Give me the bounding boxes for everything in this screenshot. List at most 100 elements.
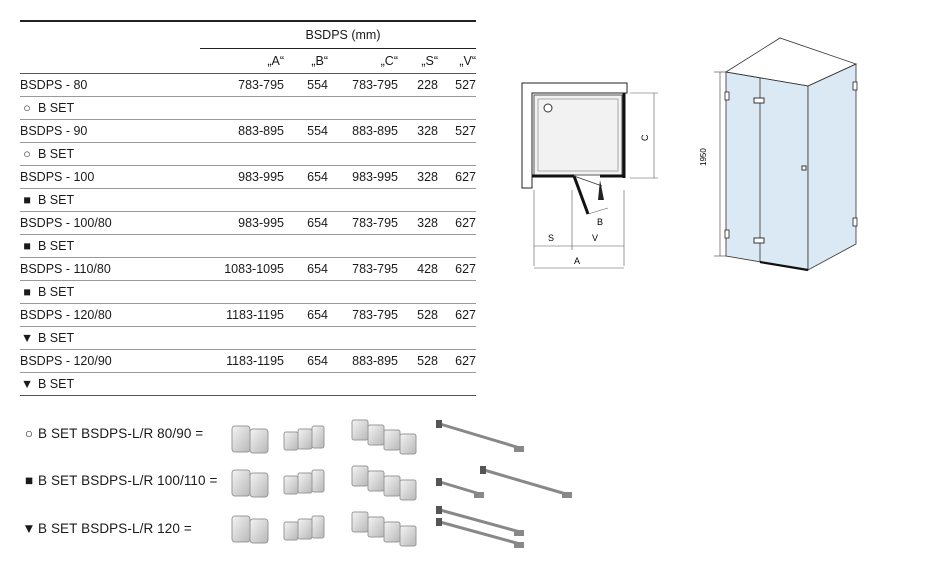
set-label: B SET xyxy=(38,285,75,299)
wall-bracket-icon xyxy=(724,229,730,239)
set-symbol-icon: ■ xyxy=(23,239,31,253)
dim-b-line xyxy=(587,207,609,215)
value-b-cell: 554 xyxy=(284,119,328,143)
table-group-title: BSDPS (mm) xyxy=(200,20,476,49)
hinge-part-icon xyxy=(231,515,269,544)
value-c-cell: 783-795 xyxy=(328,73,398,97)
wall-bracket-icon xyxy=(852,217,858,227)
table-group-header: BSDPS (mm) xyxy=(20,20,476,49)
value-v-cell: 627 xyxy=(438,303,476,327)
model-name-cell: BSDPS - 100 xyxy=(20,165,200,189)
value-s-cell: 328 xyxy=(398,165,438,189)
value-a-cell: 1183-1195 xyxy=(200,303,284,327)
dim-a-label: A xyxy=(574,256,580,266)
model-name-cell: BSDPS - 100/80 xyxy=(20,211,200,235)
value-a-cell: 783-795 xyxy=(200,73,284,97)
hardware-parts-illustrations xyxy=(231,419,572,548)
column-header-b: „B“ xyxy=(284,48,328,74)
value-b-cell: 654 xyxy=(284,257,328,281)
value-s-cell: 528 xyxy=(398,303,438,327)
dim-s-label: S xyxy=(548,233,554,243)
set-row: ■B SET xyxy=(20,234,476,258)
bracket-set-icon xyxy=(351,465,417,501)
set-label: B SET xyxy=(38,101,75,115)
model-name-cell: BSDPS - 90 xyxy=(20,119,200,143)
square-symbol-icon: ■ xyxy=(24,473,34,488)
value-c-cell: 883-895 xyxy=(328,119,398,143)
set-row: ○B SET xyxy=(20,142,476,166)
set-line-80-90: ○ B SET BSDPS-L/R 80/90 = xyxy=(22,426,203,441)
shower-tray-inner xyxy=(537,98,619,172)
set-symbol-icon: ○ xyxy=(23,101,31,115)
circle-symbol-icon: ○ xyxy=(24,426,34,441)
set-label: B SET BSDPS-L/R 100/110 = xyxy=(38,473,218,488)
column-header-s: „S“ xyxy=(398,48,438,74)
set-label: B SET BSDPS-L/R 80/90 = xyxy=(38,426,204,441)
model-name-cell: BSDPS - 80 xyxy=(20,73,200,97)
bracket-set-icon xyxy=(351,511,417,547)
model-name-cell: BSDPS - 110/80 xyxy=(20,257,200,281)
dim-v-label: V xyxy=(592,233,598,243)
value-b-cell: 554 xyxy=(284,73,328,97)
dim-c-label: C xyxy=(640,134,650,141)
value-v-cell: 627 xyxy=(438,165,476,189)
value-s-cell: 328 xyxy=(398,119,438,143)
set-symbol-icon: ■ xyxy=(23,193,31,207)
side-glass-panel xyxy=(807,63,857,271)
parts-row-120 xyxy=(231,506,524,548)
value-a-cell: 1083-1095 xyxy=(200,257,284,281)
plan-diagram: B C S V A xyxy=(521,82,658,269)
top-outline xyxy=(724,37,858,87)
door-knob-icon xyxy=(801,165,807,171)
set-row: ■ B SET xyxy=(20,280,476,304)
value-s-cell: 228 xyxy=(398,73,438,97)
bracket-set-icon xyxy=(351,419,417,455)
set-symbol-icon: ▼ xyxy=(20,377,34,391)
clamp-part-icon xyxy=(283,469,325,495)
value-v-cell: 627 xyxy=(438,211,476,235)
set-row: ▼ B SET xyxy=(20,372,476,396)
set-symbol-icon: ■ xyxy=(23,285,31,299)
value-v-cell: 627 xyxy=(438,349,476,373)
hinge-part-icon xyxy=(231,425,269,454)
set-label: B SET BSDPS-L/R 120 = xyxy=(38,521,192,536)
stabilizer-bar-icon xyxy=(436,420,524,452)
hinge-part-icon xyxy=(231,469,269,498)
set-row: ▼B SET xyxy=(20,326,476,350)
stabilizer-bar-icon xyxy=(436,466,572,498)
parts-row-100-110 xyxy=(231,465,572,501)
dim-height-label: 1950 xyxy=(699,148,708,166)
elevation-diagram: 1950 xyxy=(699,37,858,272)
table-column-header-row: „A“ „B“ „C“ „S“ „V“ xyxy=(20,48,476,74)
set-line-120: ▼B SET BSDPS-L/R 120 = xyxy=(22,521,192,536)
value-c-cell: 783-795 xyxy=(328,211,398,235)
value-b-cell: 654 xyxy=(284,211,328,235)
stabilizer-bar-icon xyxy=(436,506,524,548)
model-name-cell: BSDPS - 120/90 xyxy=(20,349,200,373)
door-swing-arc xyxy=(573,175,603,187)
spec-table: BSDPS (mm) „A“ „B“ „C“ „S“ „V“ BSDPS - 8… xyxy=(20,20,476,396)
value-a-cell: 983-995 xyxy=(200,211,284,235)
value-s-cell: 428 xyxy=(398,257,438,281)
value-a-cell: 983-995 xyxy=(200,165,284,189)
value-a-cell: 883-895 xyxy=(200,119,284,143)
clamp-part-icon xyxy=(283,425,325,451)
value-v-cell: 527 xyxy=(438,119,476,143)
set-line-100-110: ■ B SET BSDPS-L/R 100/110 = xyxy=(22,473,218,488)
column-header-c: „C“ xyxy=(328,48,398,74)
front-door-glass xyxy=(572,175,590,215)
swing-arrow-icon xyxy=(598,180,604,200)
value-v-cell: 527 xyxy=(438,73,476,97)
set-row: ■B SET xyxy=(20,188,476,212)
front-glass-panel xyxy=(725,71,809,271)
hinge-icon xyxy=(753,97,765,104)
bottom-edge xyxy=(759,260,809,272)
dim-b-label: B xyxy=(597,217,603,227)
set-label: B SET xyxy=(38,377,75,391)
clamp-part-icon xyxy=(283,515,325,541)
